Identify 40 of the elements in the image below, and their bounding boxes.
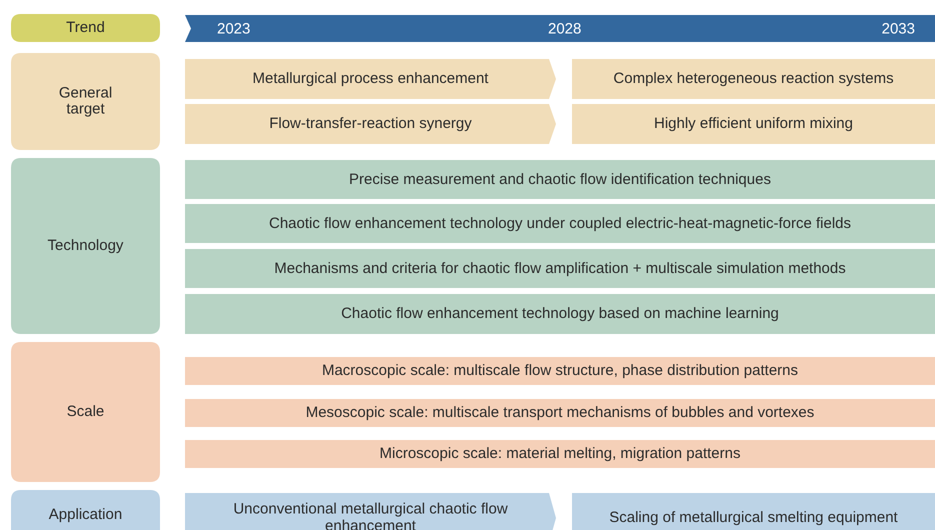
item-text: Microscopic scale: material melting, migration patterns — [378, 446, 742, 462]
category-label: Scale — [66, 404, 106, 420]
item-text: Scaling of metallurgical smelting equipment — [608, 510, 899, 526]
category-label: General target — [58, 85, 114, 118]
year-label: 2028 — [548, 20, 582, 37]
category-label-box — [11, 158, 160, 334]
scale-box — [185, 440, 935, 468]
goal-box — [572, 104, 935, 144]
chevron-box — [185, 59, 556, 99]
item-text: Chaotic flow enhancement technology under coupled electric-heat-magnetic-force fields — [268, 215, 852, 232]
item-text: Complex heterogeneous reaction systems — [612, 70, 895, 88]
item-text: Precise measurement and chaotic flow identification techniques — [348, 171, 772, 188]
item-text: Flow-transfer-reaction synergy — [268, 116, 473, 132]
category-label: Application — [48, 506, 124, 524]
technology-box — [185, 160, 935, 199]
year-label: 2033 — [882, 20, 915, 37]
goal-box — [572, 59, 935, 99]
item-text: Mechanisms and criteria for chaotic flow amplification + multiscale simulation methods — [273, 260, 847, 277]
category-label: Technology — [46, 238, 124, 254]
technology-box — [185, 204, 935, 243]
category-label-box — [11, 342, 160, 482]
item-text: Unconventional metallurgical chaotic flow enhancement — [232, 502, 509, 530]
technology-box — [185, 249, 935, 288]
item-text: Highly efficient uniform mixing — [653, 116, 854, 132]
item-text: Metallurgical process enhancement — [252, 70, 490, 88]
category-label-box — [11, 14, 160, 42]
chevron-box — [185, 493, 556, 530]
chevron-box — [185, 104, 556, 144]
application-box — [572, 493, 935, 530]
scale-box — [185, 399, 935, 427]
item-text: Mesoscopic scale: multiscale transport mechanisms of bubbles and vortexes — [304, 404, 816, 422]
technology-box — [185, 294, 935, 334]
timeline-band — [185, 15, 935, 42]
scale-box — [185, 357, 935, 385]
item-text: Macroscopic scale: multiscale flow structure, phase distribution patterns — [320, 362, 800, 380]
category-label: Trend — [65, 20, 106, 36]
year-label: 2023 — [217, 20, 250, 37]
category-label-box — [11, 53, 160, 150]
item-text: Chaotic flow enhancement technology based on machine learning — [340, 306, 780, 322]
category-label-box — [11, 490, 160, 530]
